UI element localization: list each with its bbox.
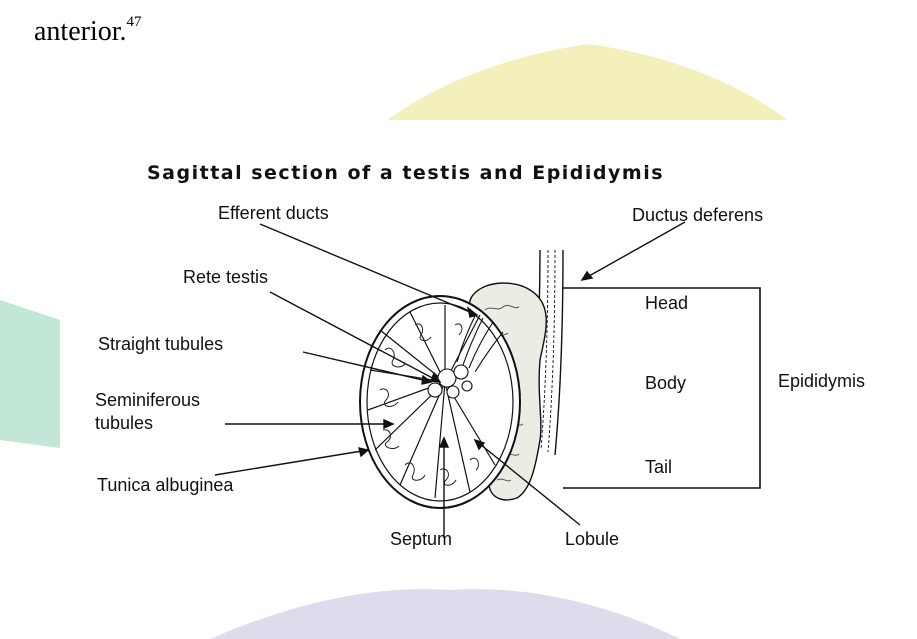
label-septum: Septum <box>390 530 452 548</box>
testis-outline <box>360 296 520 508</box>
label-tunica-albuginea: Tunica albuginea <box>97 476 233 494</box>
ductus-deferens-inner <box>541 250 555 452</box>
watermark-yellow-arch <box>375 44 800 130</box>
label-head: Head <box>645 294 688 312</box>
label-lobule: Lobule <box>565 530 619 548</box>
label-ductus-deferens: Ductus deferens <box>632 206 763 224</box>
body-word: anterior. <box>34 16 127 47</box>
body-text-line: anterior.47 <box>34 14 142 48</box>
label-body: Body <box>645 374 686 392</box>
label-efferent-ducts: Efferent ducts <box>218 204 329 222</box>
label-seminiferous-line1: Seminiferous <box>95 391 200 409</box>
watermark-purple-base <box>210 589 680 639</box>
label-straight-tubules: Straight tubules <box>98 335 223 353</box>
label-tail: Tail <box>645 458 672 476</box>
label-seminiferous-line2: tubules <box>95 414 153 432</box>
anatomy-figure: Sagittal section of a testis and Epididy… <box>85 120 917 575</box>
citation-number: 47 <box>127 14 142 30</box>
label-rete-testis: Rete testis <box>183 268 268 286</box>
watermark-green-left <box>0 300 60 448</box>
label-epididymis: Epididymis <box>778 372 865 390</box>
